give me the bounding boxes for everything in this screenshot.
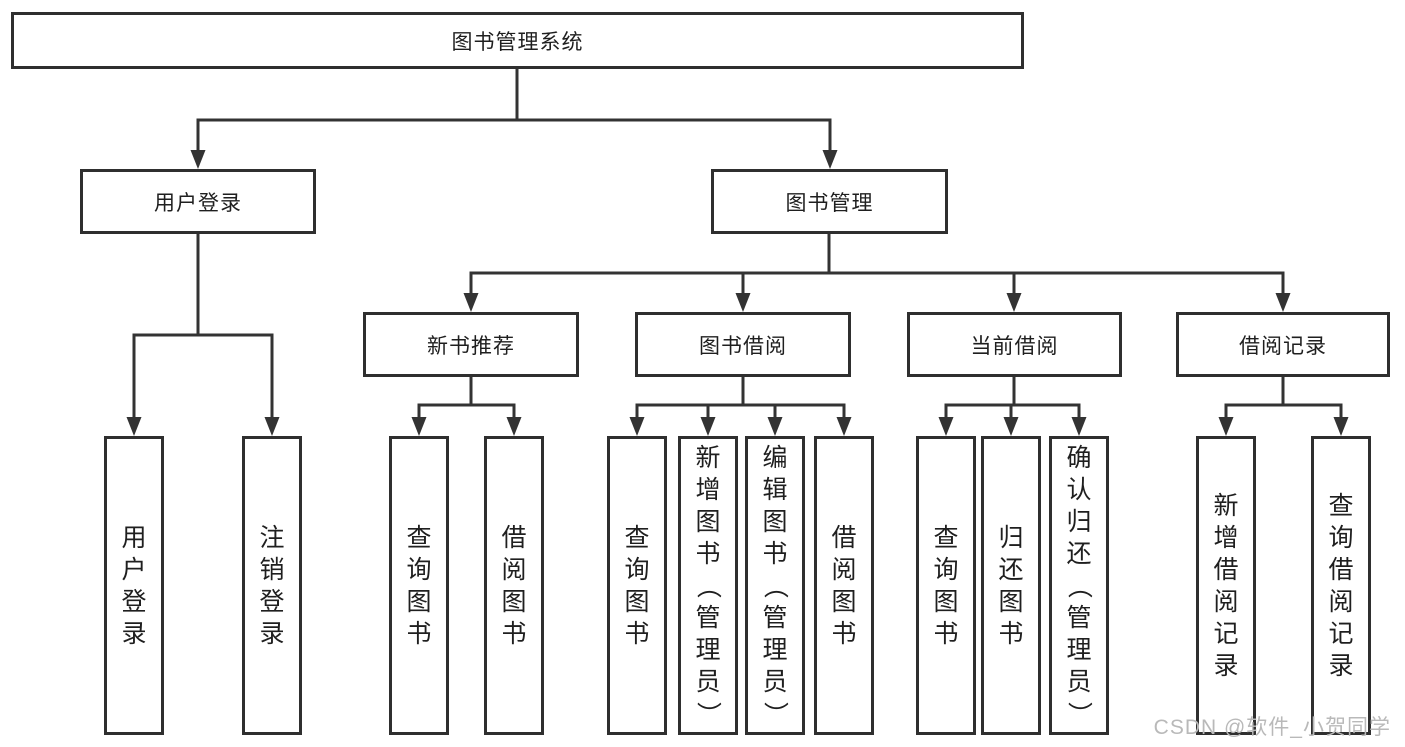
- leaf-cb-query-books: 查询图书: [916, 436, 976, 735]
- node-book-management: 图书管理: [711, 169, 948, 234]
- node-borrowing-records: 借阅记录: [1176, 312, 1390, 377]
- connector-user-login-to-leaves: [126, 234, 280, 436]
- connector-book-management-to-level3: [463, 233, 1291, 312]
- leaf-bb-query-books: 查询图书: [607, 436, 667, 735]
- leaf-user-login: 用户登录: [104, 436, 164, 735]
- connector-new-book-recommend-to-leaves: [411, 377, 522, 436]
- leaf-nb-borrow-books: 借阅图书: [484, 436, 544, 735]
- leaf-logout: 注销登录: [242, 436, 302, 735]
- node-user-login: 用户登录: [80, 169, 316, 234]
- connector-book-borrowing-to-leaves: [629, 377, 852, 436]
- leaf-bb-add-books: 新增图书（管理员）: [678, 436, 738, 735]
- leaf-nb-query-books: 查询图书: [389, 436, 449, 735]
- leaf-br-query-record: 查询借阅记录: [1311, 436, 1371, 735]
- leaf-cb-confirm-return: 确认归还（管理员）: [1049, 436, 1109, 735]
- leaf-bb-borrow-books: 借阅图书: [814, 436, 874, 735]
- connector-current-borrowing-to-leaves: [938, 377, 1087, 436]
- leaf-cb-return-books: 归还图书: [981, 436, 1041, 735]
- node-root: 图书管理系统: [11, 12, 1024, 69]
- node-new-book-recommend: 新书推荐: [363, 312, 579, 377]
- csdn-watermark: CSDN @软件_小贺同学: [1153, 716, 1391, 739]
- leaf-br-add-record: 新增借阅记录: [1196, 436, 1256, 735]
- leaf-bb-edit-books: 编辑图书（管理员）: [745, 436, 805, 735]
- connector-root-to-level2: [190, 69, 838, 169]
- node-current-borrowing: 当前借阅: [907, 312, 1122, 377]
- node-book-borrowing: 图书借阅: [635, 312, 851, 377]
- connector-borrowing-records-to-leaves: [1218, 377, 1349, 436]
